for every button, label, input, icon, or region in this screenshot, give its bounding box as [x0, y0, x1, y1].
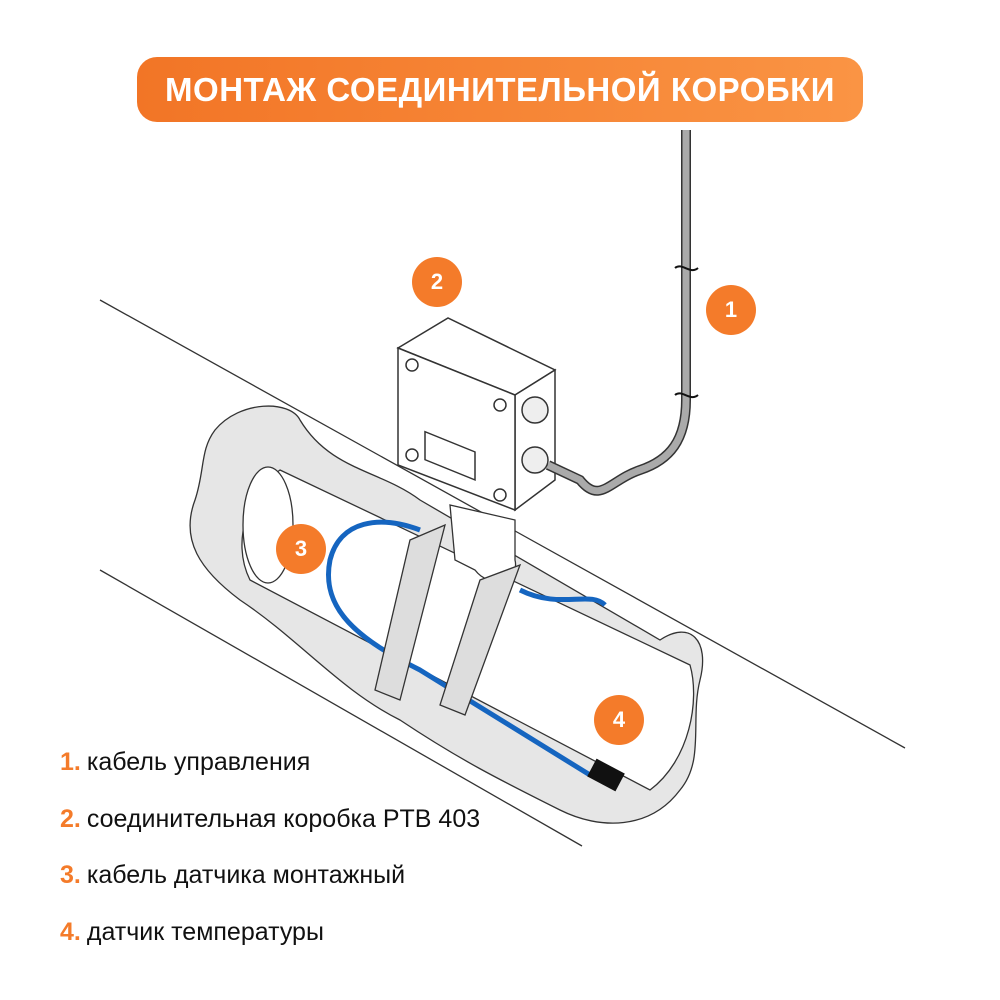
clamp-straps	[374, 523, 522, 716]
legend-item-4: 4.датчик температуры	[60, 918, 324, 947]
legend-number: 4.	[60, 918, 81, 946]
control-cable	[545, 130, 691, 496]
legend-text: кабель управления	[86, 748, 311, 776]
legend-number: 3.	[60, 861, 81, 889]
legend-item-3: 3.кабель датчика монтажный	[60, 861, 405, 890]
badge-4: 4	[594, 695, 644, 745]
badge-2: 2	[412, 257, 462, 307]
junction-box	[396, 317, 557, 512]
legend-number: 1.	[60, 748, 81, 776]
legend-text: соединительная коробка PTB 403	[86, 805, 481, 833]
legend-item-1: 1.кабель управления	[60, 748, 310, 777]
legend-text: кабель датчика монтажный	[86, 861, 406, 889]
legend-text: датчик температуры	[86, 918, 324, 946]
temperature-sensor	[587, 758, 625, 792]
legend-number: 2.	[60, 805, 81, 833]
legend-item-2: 2.соединительная коробка PTB 403	[60, 805, 480, 834]
badge-1: 1	[706, 285, 756, 335]
sensor-cable	[326, 519, 592, 778]
page-title: МОНТАЖ СОЕДИНИТЕЛЬНОЙ КОРОБКИ	[137, 57, 863, 122]
badge-3: 3	[276, 524, 326, 574]
